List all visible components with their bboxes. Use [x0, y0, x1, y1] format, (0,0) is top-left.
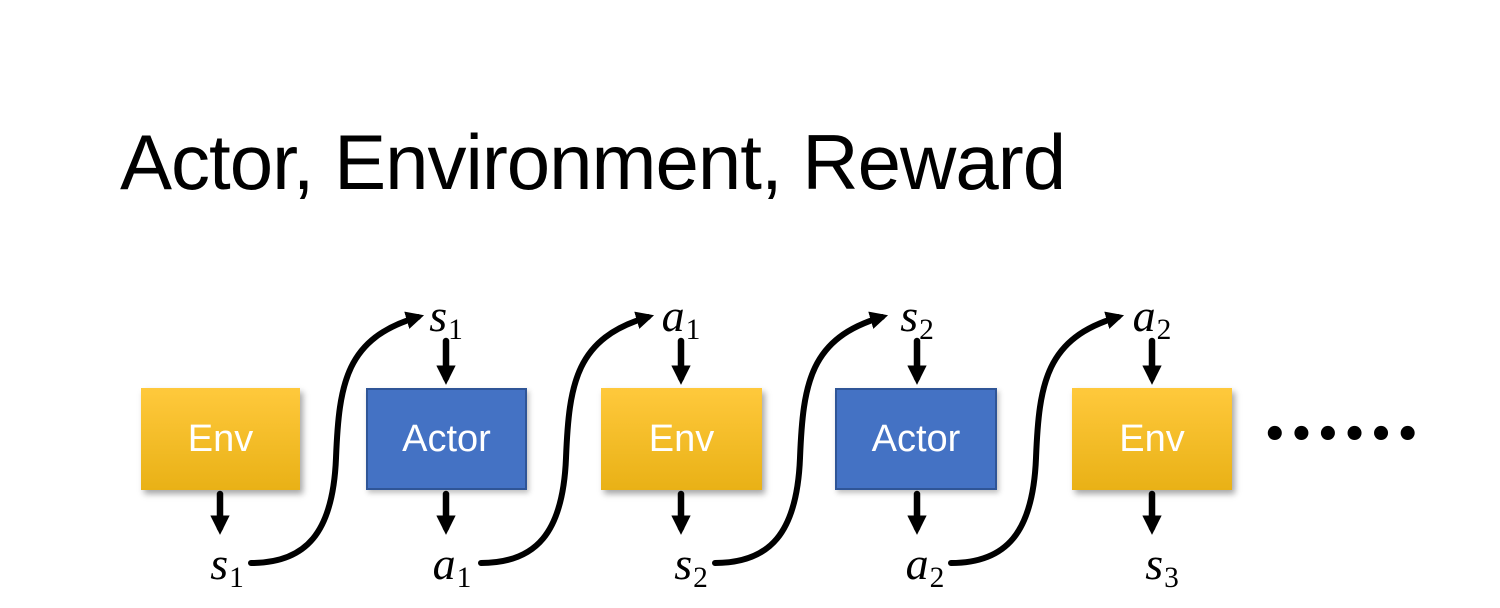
top-label-a1-base: a: [661, 290, 685, 341]
bottom-label-s1: s1: [182, 540, 272, 602]
bottom-label-s3-sub: 3: [1164, 561, 1179, 594]
bottom-label-s3: s3: [1117, 540, 1207, 602]
env-box-1-label: Env: [187, 417, 254, 460]
env-box-3: Env: [1072, 388, 1232, 490]
top-label-s1-base: s: [429, 290, 448, 341]
bottom-label-a2-base: a: [905, 538, 929, 589]
bottom-label-a2-sub: 2: [929, 561, 945, 594]
bottom-label-a1: a1: [407, 540, 497, 602]
bottom-label-a2: a2: [880, 540, 970, 602]
bottom-label-a1-sub: 1: [456, 561, 472, 594]
actor-box-1: Actor: [366, 388, 527, 490]
top-label-s1-sub: 1: [448, 313, 463, 346]
top-label-a1-sub: 1: [685, 313, 701, 346]
top-label-s2: s2: [872, 292, 962, 354]
top-label-a1: a1: [636, 292, 726, 354]
bottom-label-s2: s2: [646, 540, 736, 602]
ellipsis-dots: ••••••: [1262, 412, 1422, 458]
env-box-2-label: Env: [648, 417, 715, 460]
curve-s1-to-actor-1: [248, 311, 425, 566]
top-label-s2-sub: 2: [919, 313, 934, 346]
env-box-1: Env: [141, 388, 300, 490]
top-label-s1: s1: [401, 292, 491, 354]
env-box-3-label: Env: [1119, 417, 1185, 460]
bottom-label-s2-base: s: [674, 538, 693, 589]
bottom-label-s1-base: s: [210, 538, 229, 589]
curve-a1-to-env-2: [478, 311, 655, 566]
bottom-label-s2-sub: 2: [693, 561, 708, 594]
actor-box-2-label: Actor: [871, 417, 961, 460]
bottom-label-s3-base: s: [1145, 538, 1164, 589]
bottom-label-s1-sub: 1: [229, 561, 244, 594]
top-label-a2: a2: [1107, 292, 1197, 354]
top-label-s2-base: s: [900, 290, 919, 341]
top-label-a2-sub: 2: [1156, 313, 1172, 346]
top-label-a2-base: a: [1132, 290, 1156, 341]
slide-title: Actor, Environment, Reward: [120, 118, 1066, 206]
curve-s2-to-actor-2: [712, 311, 889, 566]
actor-box-1-label: Actor: [402, 417, 491, 460]
actor-box-2: Actor: [835, 388, 997, 490]
curve-a2-to-env-3: [948, 311, 1125, 566]
env-box-2: Env: [601, 388, 762, 490]
bottom-label-a1-base: a: [432, 538, 456, 589]
